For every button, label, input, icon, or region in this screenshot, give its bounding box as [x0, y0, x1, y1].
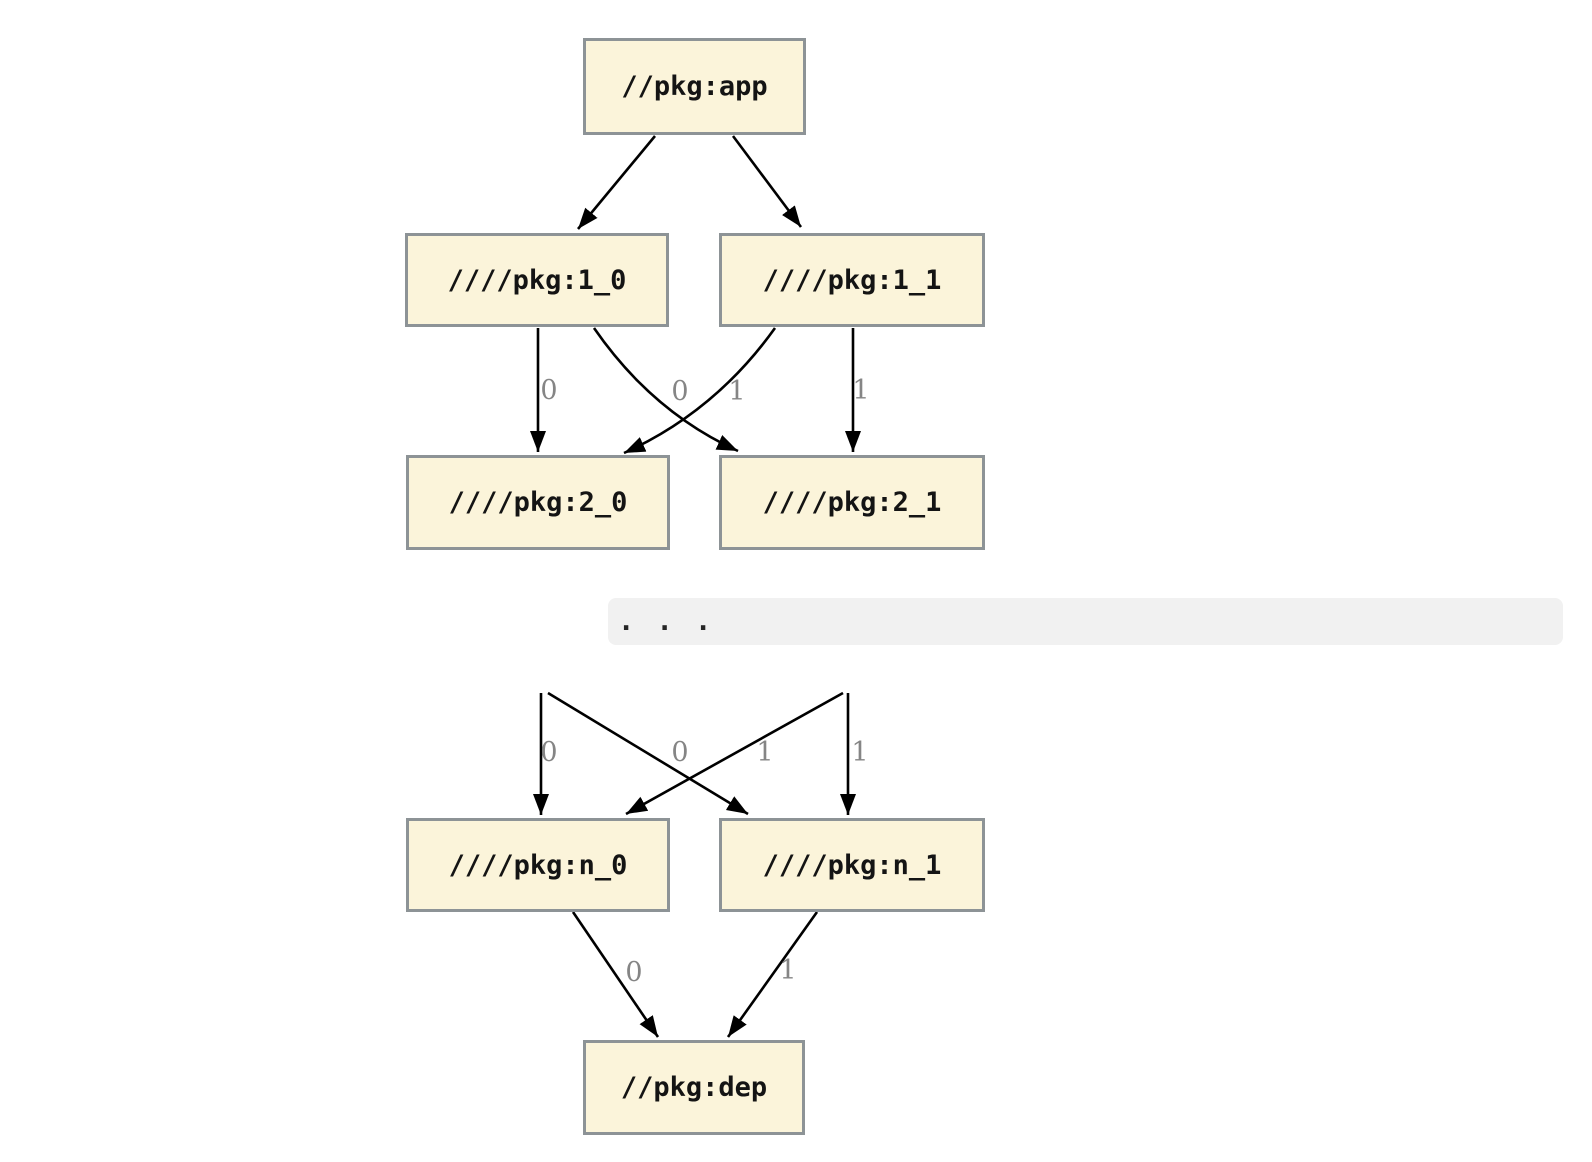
edge-label-1_1-to-2_1: 1	[852, 375, 869, 406]
node-pkg-1_0: ////pkg:1_0	[405, 233, 669, 327]
node-pkg-dep: //pkg:dep	[583, 1040, 805, 1135]
edge-ellipsis-to-n_1-cross	[547, 691, 749, 816]
edge-label-1_1-to-2_0: 1	[728, 376, 745, 407]
node-pkg-1_0-label: ////pkg:1_0	[447, 264, 627, 296]
node-pkg-dep-label: //pkg:dep	[620, 1072, 768, 1103]
edge-app-to-1_1	[731, 135, 803, 228]
node-pkg-n_0: ////pkg:n_0	[406, 818, 670, 912]
edge-label-n_0-to-dep: 0	[625, 957, 642, 988]
node-pkg-app: //pkg:app	[583, 38, 806, 135]
node-pkg-2_1: ////pkg:2_1	[719, 455, 985, 550]
edge-1_0-to-2_1	[592, 327, 739, 453]
edge-ellipsis-to-n_0-cross	[625, 691, 844, 816]
edge-label-ellipsis-to-n_1-cross: 0	[671, 737, 688, 768]
node-pkg-2_1-label: ////pkg:2_1	[762, 487, 942, 518]
node-pkg-1_1: ////pkg:1_1	[719, 233, 985, 327]
edge-label-1_0-to-2_0: 0	[540, 375, 557, 406]
edge-label-ellipsis-to-n_0-cross: 1	[756, 737, 773, 768]
edge-label-1_0-to-2_1: 0	[671, 376, 688, 407]
node-pkg-app-label: //pkg:app	[621, 71, 768, 102]
node-pkg-2_0-label: ////pkg:2_0	[448, 487, 628, 518]
edge-label-ellipsis-to-n_0-straight: 0	[540, 737, 557, 768]
edge-n_0-to-dep	[571, 911, 660, 1038]
node-pkg-1_1-label: ////pkg:1_1	[762, 264, 942, 296]
node-pkg-n_0-label: ////pkg:n_0	[448, 849, 628, 881]
node-pkg-2_0: ////pkg:2_0	[406, 455, 670, 550]
edge-n_1-to-dep	[726, 911, 819, 1038]
ellipsis-dots: . . .	[618, 606, 715, 637]
edge-label-ellipsis-to-n_1-straight: 1	[851, 737, 868, 768]
edge-1_1-to-2_0	[623, 327, 777, 455]
edge-label-n_1-to-dep: 1	[779, 955, 796, 986]
ellipsis-bar: . . .	[608, 598, 1563, 645]
node-pkg-n_1: ////pkg:n_1	[719, 818, 985, 912]
edge-app-to-1_0	[576, 135, 657, 230]
node-pkg-n_1-label: ////pkg:n_1	[762, 849, 942, 881]
